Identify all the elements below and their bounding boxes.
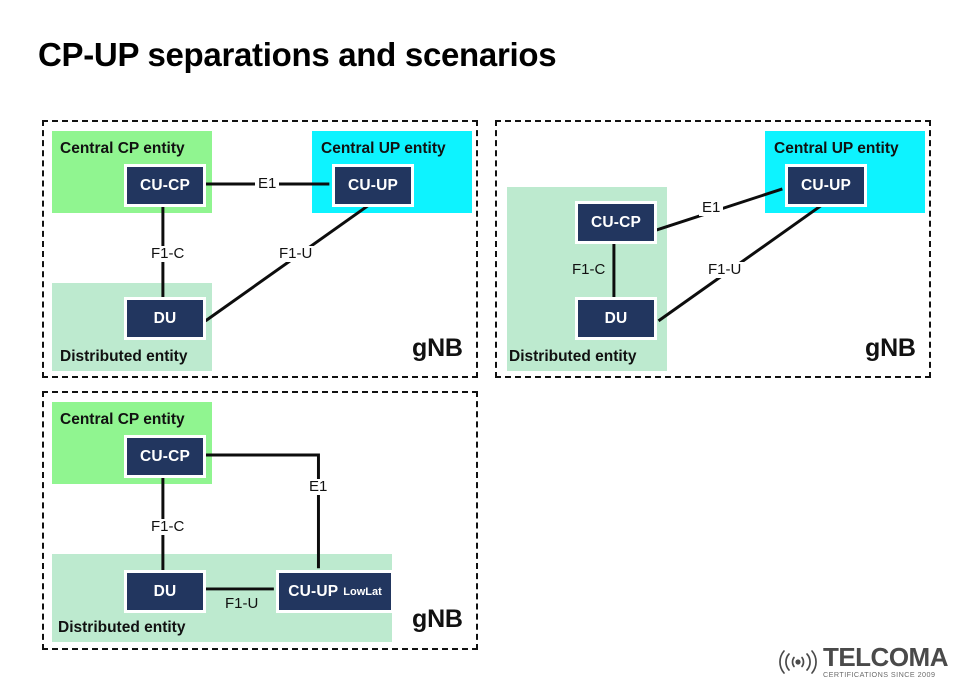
scenario-1-cu-up-text: CU-UP: [347, 176, 399, 194]
scenario-1-f1u-line: [204, 204, 369, 323]
scenario-3-node-cu-up-lowlat[interactable]: CU-UP LowLat: [276, 570, 394, 613]
scenario-3-f1c-label: F1-C: [148, 519, 188, 535]
scenario-2-du-text: DU: [604, 309, 628, 327]
scenario-2-node-cu-cp[interactable]: CU-CP: [575, 201, 657, 244]
scenario-1-du-text: DU: [153, 309, 177, 327]
scenario-1-node-cu-cp[interactable]: CU-CP: [124, 164, 206, 207]
scenario-3-du-text: DU: [153, 582, 177, 600]
scenario-2-f1u-label: F1-U: [705, 262, 745, 278]
scenario-2-distributed-label: Distributed entity: [509, 348, 637, 365]
broadcast-signal-icon: [779, 649, 817, 674]
telcoma-logo: TELCOMA CERTIFICATIONS SINCE 2009: [775, 642, 949, 679]
scenario-1-e1-label: E1: [255, 176, 280, 192]
scenario-2-e1-label: E1: [699, 200, 724, 216]
scenario-1-panel: Central CP entity Central UP entity Dist…: [42, 120, 478, 378]
scenario-1-node-du[interactable]: DU: [124, 297, 206, 340]
scenario-3-e1-line: [204, 453, 320, 569]
scenario-2-gnb-tag: gNB: [865, 334, 916, 362]
scenario-1-f1u-label: F1-U: [276, 246, 316, 262]
scenario-3-central-cp-label: Central CP entity: [60, 411, 185, 428]
scenario-1-gnb-tag: gNB: [412, 334, 463, 362]
scenario-1-distributed-label: Distributed entity: [60, 348, 188, 365]
scenario-3-e1-label: E1: [306, 479, 331, 495]
scenario-3-cu-up-text: CU-UP: [288, 582, 339, 600]
signal-center-dot: [795, 658, 801, 665]
scenario-1-central-up-label: Central UP entity: [321, 140, 446, 157]
scenario-2-panel: Central UP entity Distributed entity CU-…: [495, 120, 931, 378]
scenario-2-node-du[interactable]: DU: [575, 297, 657, 340]
scenario-3-cu-up-sublabel: LowLat: [343, 585, 382, 598]
telcoma-brand-text: TELCOMA: [822, 642, 949, 673]
scenario-1-cu-cp-text: CU-CP: [139, 176, 191, 194]
scenario-2-cu-cp-text: CU-CP: [590, 213, 642, 231]
scenario-3-panel: Central CP entity Distributed entity CU-…: [42, 391, 478, 650]
scenario-2-cu-up-text: CU-UP: [800, 176, 852, 194]
telcoma-tagline-text: CERTIFICATIONS SINCE 2009: [822, 669, 936, 679]
scenario-3-node-cu-cp[interactable]: CU-CP: [124, 435, 206, 478]
scenario-1-f1c-label: F1-C: [148, 246, 188, 262]
telcoma-wordmark: TELCOMA CERTIFICATIONS SINCE 2009: [822, 642, 949, 679]
scenario-3-distributed-label: Distributed entity: [58, 619, 186, 636]
scenario-2-central-up-label: Central UP entity: [774, 140, 899, 157]
scenario-2-node-cu-up[interactable]: CU-UP: [785, 164, 867, 207]
page-title: CP-UP separations and scenarios: [38, 36, 557, 73]
scenario-3-gnb-tag: gNB: [412, 605, 463, 633]
scenario-3-f1u-label: F1-U: [222, 596, 262, 612]
scenario-2-f1c-label: F1-C: [569, 262, 609, 278]
scenario-3-node-du[interactable]: DU: [124, 570, 206, 613]
scenario-1-node-cu-up[interactable]: CU-UP: [332, 164, 414, 207]
scenario-3-cu-cp-text: CU-CP: [139, 447, 191, 465]
scenario-1-central-cp-label: Central CP entity: [60, 140, 185, 157]
